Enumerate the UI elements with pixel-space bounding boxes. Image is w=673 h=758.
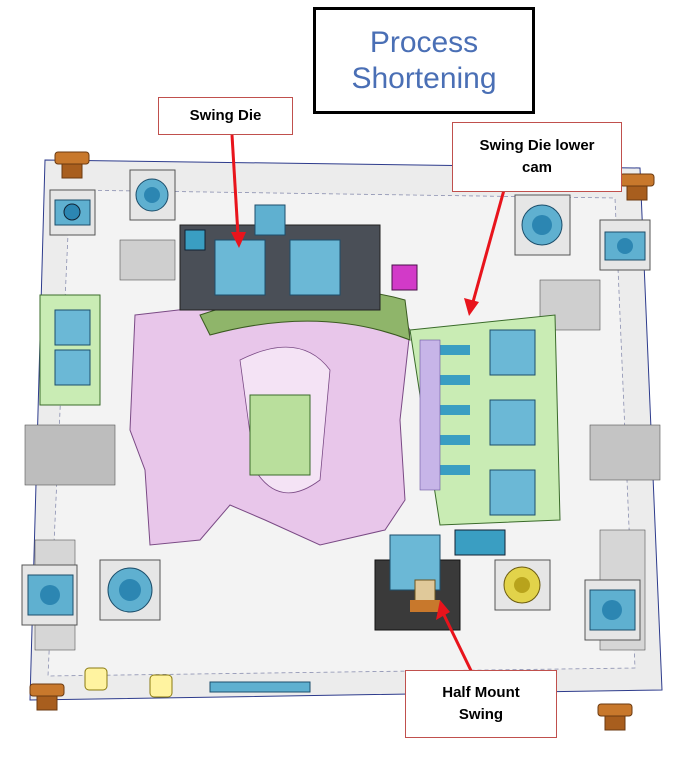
arrow-lower-cam-head xyxy=(464,298,479,316)
teal-block xyxy=(454,529,506,556)
callout-swing-die: Swing Die xyxy=(158,97,293,135)
magenta-block xyxy=(391,264,418,291)
title-line-2: Shortening xyxy=(351,61,497,95)
callout-lower-cam-line-2: cam xyxy=(521,159,553,176)
arrow-half-mount-head xyxy=(436,600,450,620)
grey-block xyxy=(119,239,176,281)
process-shortening-title-box: Process Shortening xyxy=(313,7,535,114)
swing-die-upper-unit xyxy=(179,204,381,311)
callout-swing-die-label: Swing Die xyxy=(189,107,262,124)
callout-swing-die-lower-cam: Swing Die lower cam xyxy=(452,122,622,192)
blue-mount-top-right xyxy=(514,194,571,256)
callout-half-mount-swing: Half Mount Swing xyxy=(405,670,557,738)
callout-half-mount-line-2: Swing xyxy=(458,706,504,723)
blue-mount-bottom-right-2 xyxy=(584,579,641,641)
bottom-rail xyxy=(209,681,311,693)
callout-lower-cam-line-1: Swing Die lower xyxy=(479,137,595,154)
blue-mount-top-right-outer xyxy=(599,219,651,271)
title-line-1: Process xyxy=(369,25,479,59)
inner-green-block xyxy=(249,394,311,476)
blue-mount-bottom-right xyxy=(494,559,551,611)
grey-block xyxy=(589,424,661,481)
grey-block xyxy=(24,424,116,486)
blue-mount-top-mid xyxy=(129,169,176,221)
arrow-swing-die xyxy=(230,134,240,236)
bronze-guide-post xyxy=(597,703,633,731)
bronze-guide-post xyxy=(29,683,65,711)
callout-half-mount-line-1: Half Mount xyxy=(442,684,520,701)
arrow-swing-die-head xyxy=(231,232,246,248)
blue-mount-bottom-left xyxy=(21,564,78,626)
blue-mount-top-left xyxy=(49,189,96,236)
swing-die-lower-cam xyxy=(409,314,561,526)
half-mount-swing-unit xyxy=(374,534,461,631)
blue-mount-bottom-left-2 xyxy=(99,559,161,621)
arrow-lower-cam xyxy=(471,189,506,303)
bottom-clip xyxy=(149,674,173,698)
bronze-guide-post xyxy=(54,151,90,179)
bottom-clip xyxy=(84,667,108,691)
left-green-guide xyxy=(39,294,101,406)
